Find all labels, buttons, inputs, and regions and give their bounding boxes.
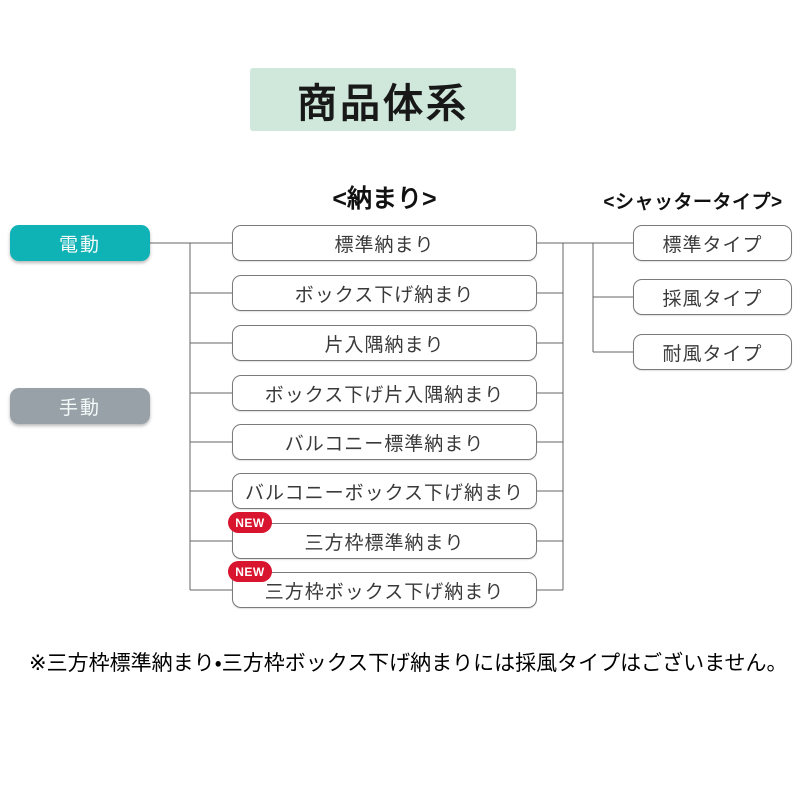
new-badge: NEW (228, 512, 272, 533)
fitting-box-three-side-standard: 三方枠標準納まり (232, 523, 537, 559)
diagram-title: 商品体系 (297, 81, 469, 126)
fitting-box-box-lowered: ボックス下げ納まり (232, 275, 537, 311)
fitting-box-box-lowered-corner: ボックス下げ片入隅納まり (232, 375, 537, 411)
new-badge: NEW (228, 561, 272, 582)
shutter-column-header: <シャッタータイプ> (603, 192, 783, 213)
fitting-box-balcony-standard: バルコニー標準納まり (232, 424, 537, 460)
fitting-box-three-side-box-lowered: 三方枠ボックス下げ納まり (232, 572, 537, 608)
fitting-column-header: <納まり> (332, 185, 437, 213)
diagram-title-banner: 商品体系 (250, 68, 516, 131)
shutter-type-wind-resistant: 耐風タイプ (633, 334, 792, 370)
drive-mode-electric: 電動 (10, 225, 150, 261)
fitting-box-corner: 片入隅納まり (232, 325, 537, 361)
shutter-type-ventilation: 採風タイプ (633, 279, 792, 315)
footnote: ※三方枠標準納まり・三方枠ボックス下げ納まりには採風タイプはございません。 (29, 652, 788, 675)
shutter-type-standard: 標準タイプ (633, 225, 792, 261)
fitting-box-standard: 標準納まり (232, 225, 537, 261)
fitting-box-balcony-box-lowered: バルコニーボックス下げ納まり (232, 473, 537, 509)
drive-mode-manual: 手動 (10, 388, 150, 424)
